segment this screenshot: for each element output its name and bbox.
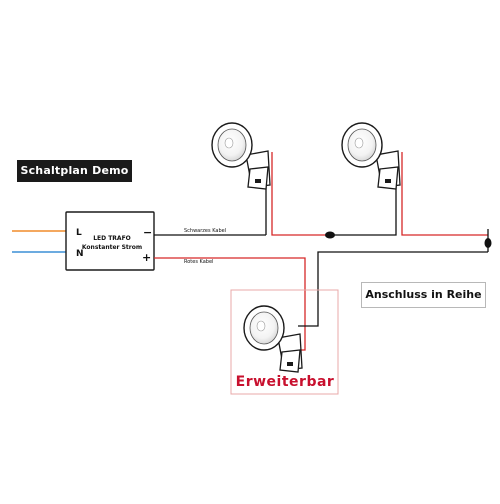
- transformer-subtitle: Konstanter Strom: [82, 244, 142, 251]
- transformer-title: LED TRAFO: [93, 235, 131, 242]
- terminal-minus-label: −: [143, 226, 152, 239]
- spotlight-1: [211, 122, 271, 190]
- expandable-box: [230, 289, 339, 395]
- connector-junction-1: [325, 231, 335, 239]
- series-connection-label: Anschluss in Reihe: [361, 282, 486, 308]
- terminal-n-label: N: [76, 249, 84, 259]
- red-cable-label: Rotes Kabel: [184, 259, 213, 265]
- black-cable-label: Schwarzes Kabel: [184, 228, 226, 234]
- terminal-plus-label: +: [142, 251, 151, 264]
- light-2-output-red: [401, 152, 488, 236]
- expandable-label: Erweiterbar: [236, 374, 335, 390]
- led-transformer: [65, 211, 155, 271]
- return-black-cable: [298, 251, 488, 327]
- diagram-title: Schaltplan Demo: [17, 160, 132, 182]
- spotlight-2: [341, 122, 401, 190]
- terminal-l-label: L: [76, 228, 82, 238]
- spotlight-3: [243, 305, 303, 373]
- series-link-red: [271, 152, 330, 236]
- connector-junction-2: [484, 238, 492, 248]
